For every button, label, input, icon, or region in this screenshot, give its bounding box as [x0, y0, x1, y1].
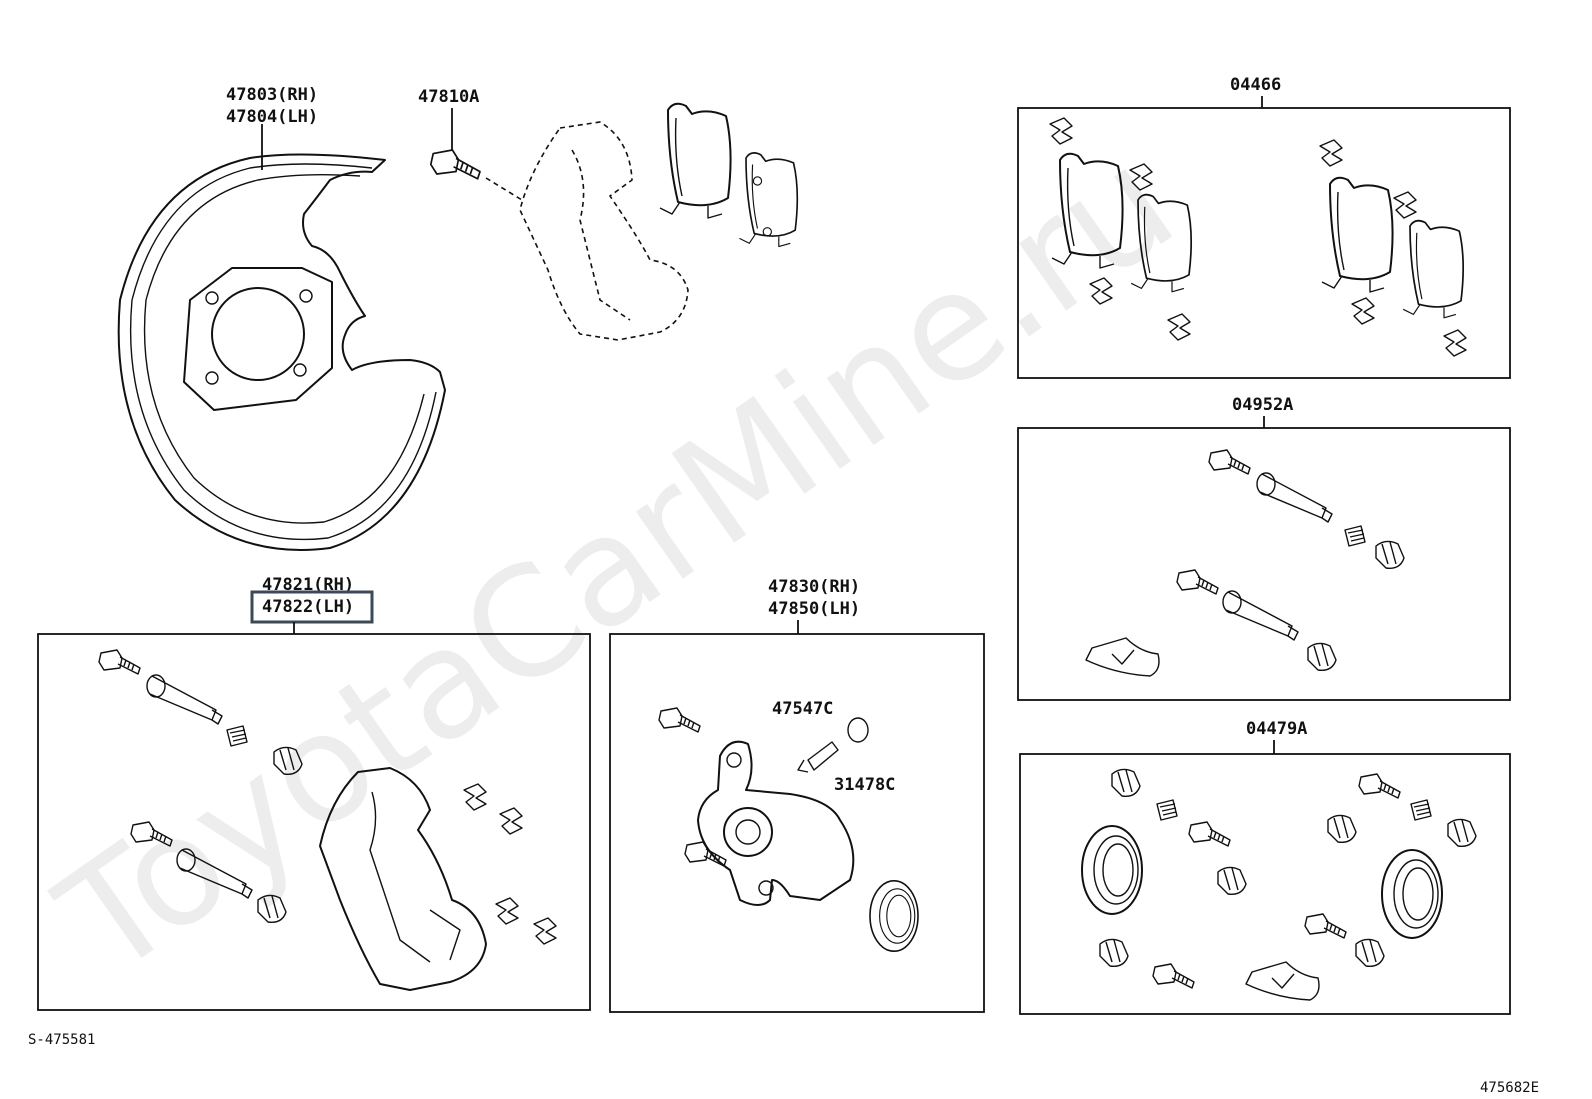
label-47547c[interactable]: 47547C [772, 699, 833, 719]
label-47803[interactable]: 47803(RH) [226, 85, 318, 105]
box-47821 [37, 633, 591, 1011]
mounting-kit-parts[interactable] [98, 649, 557, 991]
box-04952a [1017, 427, 1511, 701]
label-04952a[interactable]: 04952A [1232, 395, 1293, 415]
seal-kit-parts[interactable] [1081, 768, 1477, 1001]
box-04466 [1017, 107, 1511, 379]
label-47810a[interactable]: 47810A [418, 87, 479, 107]
label-47822[interactable]: 47822(LH) [262, 597, 354, 617]
watermark: ToyotaCarMine.ru [30, 115, 1204, 1010]
pin-kit-parts[interactable] [1085, 449, 1405, 677]
code-left: S-475581 [28, 1032, 95, 1048]
brake-pad-inner[interactable] [738, 152, 799, 248]
caliper-cylinder[interactable] [658, 707, 919, 953]
label-47821[interactable]: 47821(RH) [262, 575, 354, 595]
caliper-mount-ghost [519, 121, 689, 341]
label-04466[interactable]: 04466 [1230, 75, 1281, 95]
label-47830[interactable]: 47830(RH) [768, 577, 860, 597]
label-47804[interactable]: 47804(LH) [226, 107, 318, 127]
label-04479a[interactable]: 04479A [1246, 719, 1307, 739]
label-47850[interactable]: 47850(LH) [768, 599, 860, 619]
code-right: 475682E [1480, 1080, 1539, 1096]
box-47830 [609, 633, 985, 1013]
brake-pad-outer[interactable] [659, 102, 732, 219]
label-31478c[interactable]: 31478C [834, 775, 895, 795]
mount-bolt[interactable] [429, 149, 481, 180]
box-04479a [1019, 753, 1511, 1015]
highlight-47822 [250, 590, 374, 624]
dust-shield[interactable] [117, 153, 446, 551]
